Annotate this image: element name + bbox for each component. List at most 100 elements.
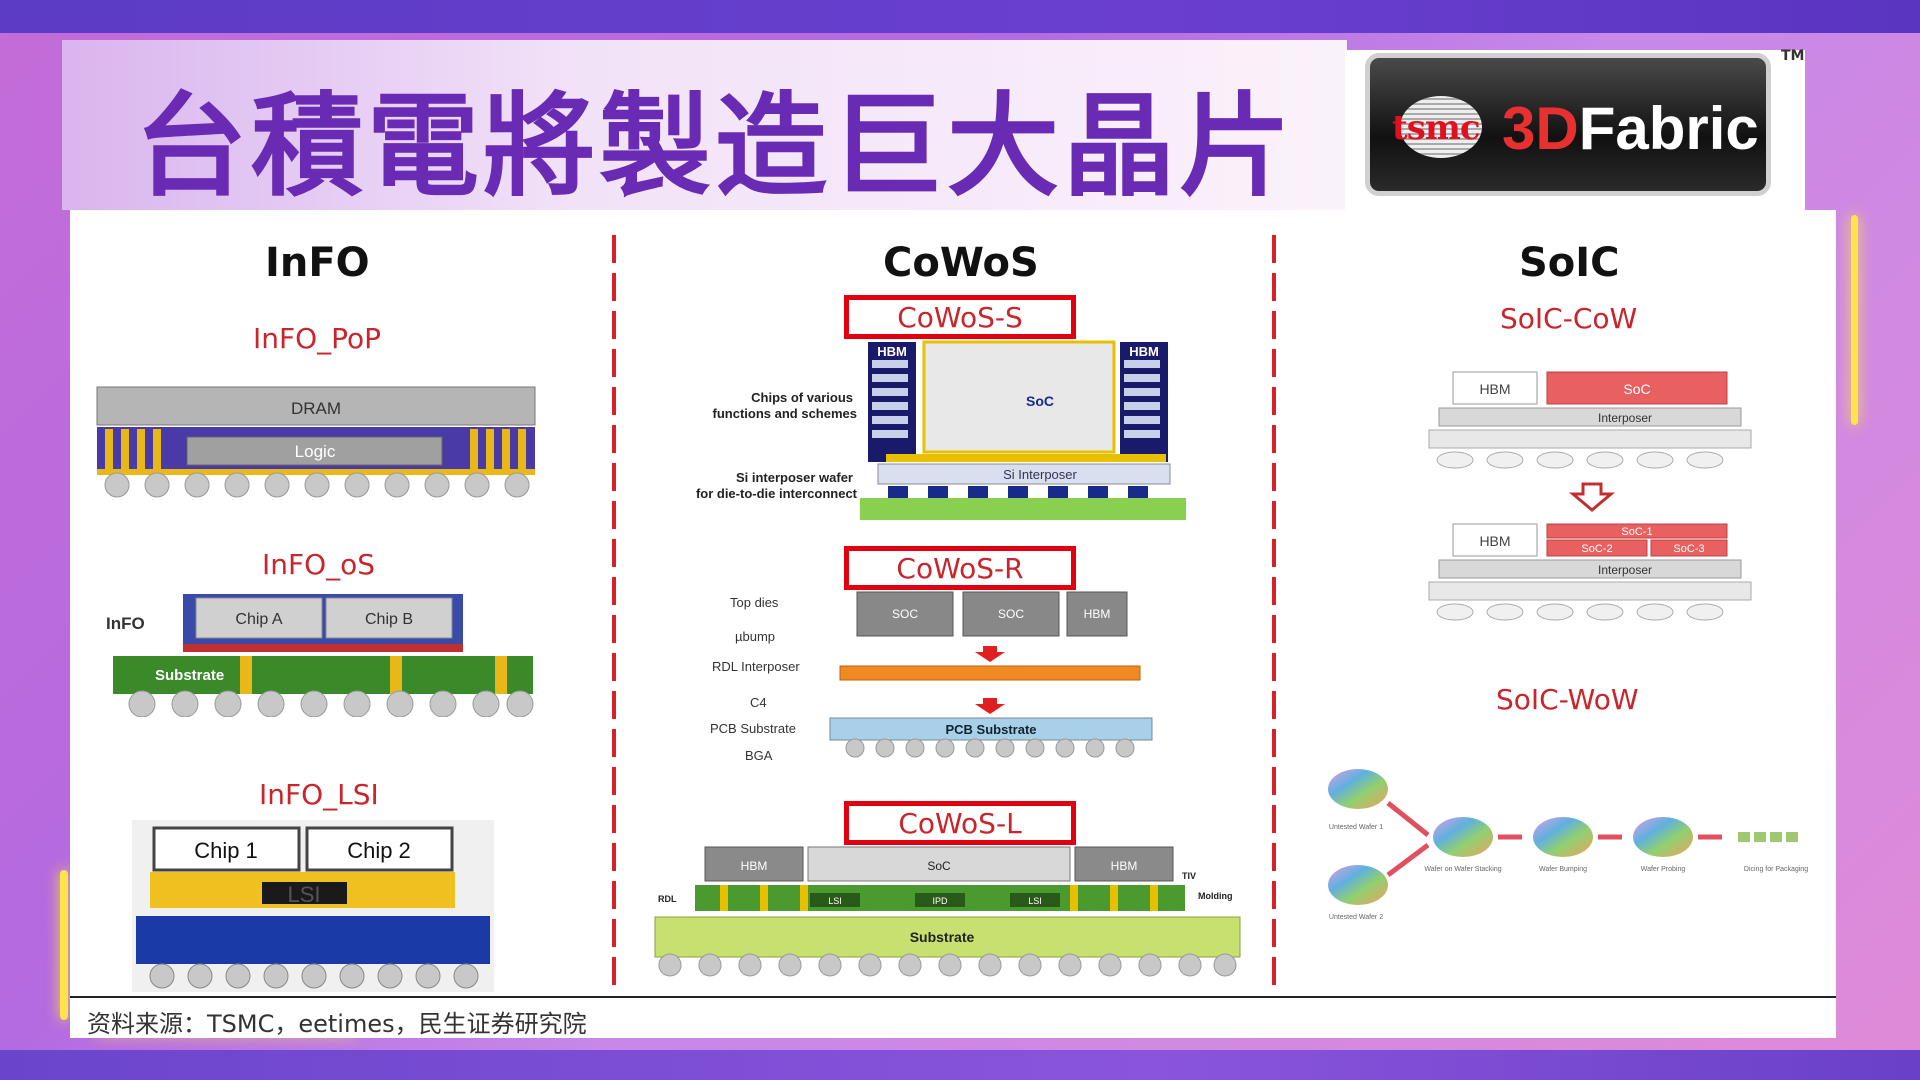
- l-hbm-right-label: HBM: [1111, 859, 1138, 873]
- os-balls: [128, 690, 534, 717]
- wow-arrow-2: [1386, 843, 1430, 877]
- logic-die: [186, 436, 443, 466]
- s-c4-bumps: [888, 486, 1148, 500]
- diced-chips: [1738, 832, 1798, 842]
- os-substrate: [113, 656, 533, 694]
- info-lsi-diagram: Chip 1 Chip 2 LSI: [132, 820, 494, 992]
- dicing-label: Dicing for Packaging: [1744, 866, 1808, 873]
- top-bar: [0, 0, 1920, 33]
- l-soc-label: SoC: [927, 859, 951, 873]
- r-bga-balls: [845, 738, 1135, 758]
- logo-brand: tsmc: [1392, 108, 1481, 148]
- cow-soc-1-label: SoC-1: [1621, 526, 1652, 538]
- chip-b: [325, 597, 453, 639]
- down-arrow-icon: [1568, 482, 1616, 512]
- r-bga-label: BGA: [745, 748, 773, 763]
- chip-a: [195, 597, 323, 639]
- r-soc-1-label: SOC: [892, 607, 918, 621]
- cow-hbm-2-label: HBM: [1479, 533, 1510, 549]
- logo-text: 3DFabric: [1502, 94, 1759, 163]
- substrate-label: Substrate: [155, 667, 224, 684]
- cow-substrate-2: [1428, 581, 1752, 601]
- pop-pillars-left: [105, 429, 161, 469]
- l-hbm-left-label: HBM: [741, 859, 768, 873]
- cowos-l-box: CoWoS-L: [844, 801, 1076, 845]
- trademark: TM: [1781, 48, 1805, 64]
- wafer-1-label: Untested Wafer 1: [1329, 824, 1383, 831]
- chip-1-label: Chip 1: [194, 838, 258, 863]
- os-vias: [240, 656, 507, 694]
- cowos-s-diagram: HBM SoC HBM Si Interposer Chips of vario…: [696, 340, 1186, 520]
- r-pcb-bar-label: PCB Substrate: [945, 722, 1036, 737]
- l-ipd-label: IPD: [932, 896, 948, 906]
- soic-title: SoIC: [1519, 240, 1620, 286]
- s-note1b: functions and schemes: [713, 406, 857, 421]
- cow-interposer-1-label: Interposer: [1598, 411, 1652, 425]
- title-background: [62, 40, 1347, 210]
- r-hbm-label: HBM: [1084, 607, 1111, 621]
- cowos-l-diagram: HBM SoC HBM LSI IPD LSI RDL TIV Molding …: [654, 846, 1241, 977]
- cow-hbm-2: [1452, 523, 1538, 557]
- l-lsi-2-label: LSI: [1028, 896, 1042, 906]
- cow-interposer-2-label: Interposer: [1598, 563, 1652, 577]
- l-balls: [658, 953, 1237, 977]
- cow-balls-1: [1436, 451, 1724, 469]
- s-soc-die: [922, 340, 1116, 454]
- info-title: InFO: [265, 240, 370, 286]
- l-hbm-right: [1074, 846, 1174, 882]
- bottom-bar: [0, 1050, 1920, 1080]
- cow-substrate-1: [1428, 429, 1752, 449]
- cow-soc-1: [1546, 523, 1728, 539]
- wafer-probe-label: Wafer Probing: [1641, 866, 1686, 873]
- s-hbm-right-label: HBM: [1129, 344, 1159, 359]
- r-arrow-1: [975, 646, 1005, 662]
- l-hbm-left: [704, 846, 804, 882]
- r-soc-1: [856, 591, 954, 637]
- l-tiv-label: TIV: [1182, 871, 1196, 881]
- wafer-stack: [1433, 817, 1493, 857]
- pop-balls: [104, 472, 530, 498]
- chip-a-label: Chip A: [235, 611, 282, 628]
- source-note: 资料来源：TSMC，eetimes，民生证券研究院: [87, 1010, 587, 1038]
- l-lsi-1: [810, 893, 860, 907]
- r-rdl-interposer: [839, 665, 1141, 681]
- tsmc-wafer-icon: tsmc: [1392, 96, 1482, 158]
- r-top-dies-label: Top dies: [730, 595, 779, 610]
- wafer-bump: [1533, 817, 1593, 857]
- glow-right: [1851, 215, 1858, 425]
- cow-soc-2-label: SoC-2: [1581, 543, 1612, 555]
- l-soc: [807, 846, 1071, 882]
- info-pop-label: InFO_PoP: [253, 322, 382, 355]
- glow-left: [60, 870, 68, 1020]
- cow-soc-3-label: SoC-3: [1673, 543, 1704, 555]
- info-side-label: InFO: [106, 614, 145, 633]
- l-tiv: [720, 885, 1158, 911]
- r-hbm: [1066, 591, 1128, 637]
- page-title: 台積電將製造巨大晶片: [135, 82, 1295, 212]
- cow-soc-label: SoC: [1623, 381, 1650, 397]
- chip-b-label: Chip B: [365, 611, 413, 628]
- l-substrate: [654, 916, 1241, 958]
- wafer-2: [1328, 865, 1388, 905]
- s-interposer: [877, 463, 1171, 485]
- wafer-bump-label: Wafer Bumping: [1539, 866, 1587, 873]
- r-rdl-label: RDL Interposer: [712, 659, 800, 674]
- cowos-r-diagram: Top dies µbump RDL Interposer C4 PCB Sub…: [710, 591, 1153, 763]
- s-interposer-label: Si Interposer: [1003, 467, 1077, 482]
- soic-wow-label: SoIC-WoW: [1496, 683, 1639, 716]
- cowos-s-box: CoWoS-S: [844, 295, 1076, 339]
- s-note2b: for die-to-die interconnect: [696, 486, 858, 501]
- cow-hbm-1-label: HBM: [1479, 381, 1510, 397]
- s-note2a: Si interposer wafer: [736, 470, 853, 485]
- r-soc-2: [962, 591, 1060, 637]
- cow-soc: [1546, 371, 1728, 405]
- cowos-s-label: CoWoS-S: [897, 300, 1023, 334]
- wow-arrow-1: [1386, 801, 1430, 837]
- pop-pillars-right: [470, 429, 526, 469]
- logo-plate: tsmc 3DFabric: [1365, 53, 1771, 196]
- cow-soc-2: [1546, 539, 1648, 557]
- info-pop-diagram: DRAM Logic: [96, 386, 536, 498]
- logic-label: Logic: [295, 442, 336, 461]
- r-pcb-label: PCB Substrate: [710, 721, 796, 736]
- l-rdl-label: RDL: [658, 894, 677, 904]
